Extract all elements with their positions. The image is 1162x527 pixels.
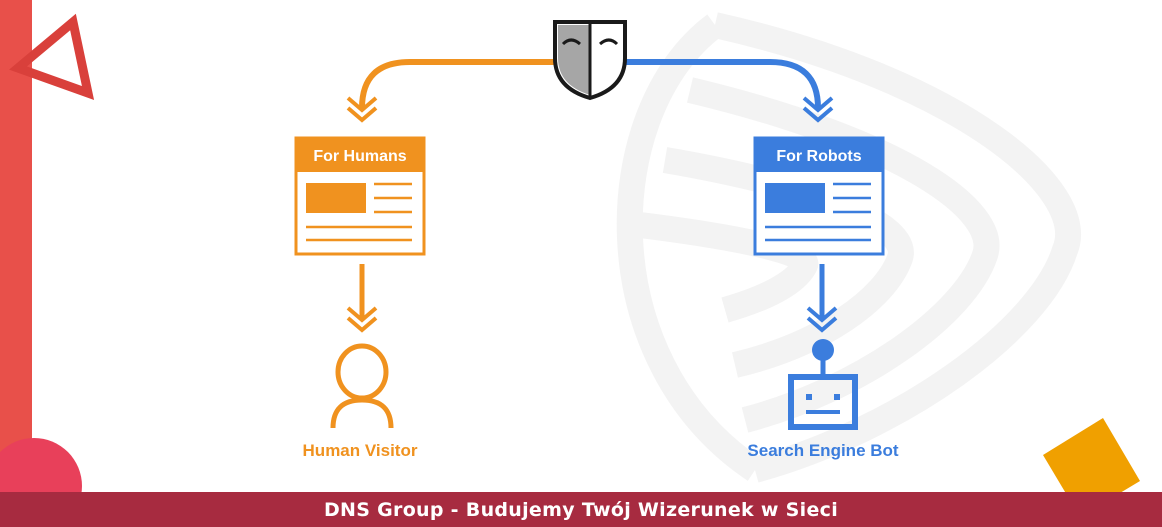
- web-page-icon: [306, 182, 412, 242]
- footer-text: DNS Group - Budujemy Twój Wizerunek w Si…: [323, 498, 839, 521]
- person-icon: [330, 343, 394, 429]
- arrow-to-humans: [359, 59, 555, 109]
- chevron-down-icon: [802, 106, 834, 123]
- cloaking-mask-icon: [553, 20, 627, 101]
- chevron-down-icon: [806, 316, 838, 333]
- chevron-down-icon: [806, 306, 838, 323]
- search-engine-bot-label: Search Engine Bot: [747, 441, 898, 460]
- image-block: [306, 183, 366, 213]
- web-page-icon: [765, 182, 871, 242]
- robots-card-title: For Robots: [776, 148, 861, 165]
- chevron-down-icon: [346, 106, 378, 123]
- arrow-to-robots: [625, 59, 821, 109]
- chevron-down-icon: [346, 316, 378, 333]
- chevron-down-icon: [346, 96, 378, 113]
- triangle-decoration-icon: [9, 13, 95, 100]
- image-block: [765, 183, 825, 213]
- footer-bar: DNS Group - Budujemy Twój Wizerunek w Si…: [0, 492, 1162, 527]
- chevron-down-icon: [346, 306, 378, 323]
- humans-card-title: For Humans: [313, 148, 406, 165]
- robots-page-card: For Robots: [753, 136, 885, 256]
- chevron-down-icon: [802, 96, 834, 113]
- robot-icon: [788, 339, 858, 430]
- left-accent-bar: [0, 0, 32, 492]
- humans-page-card: For Humans: [294, 136, 426, 256]
- human-visitor-label: Human Visitor: [303, 441, 418, 460]
